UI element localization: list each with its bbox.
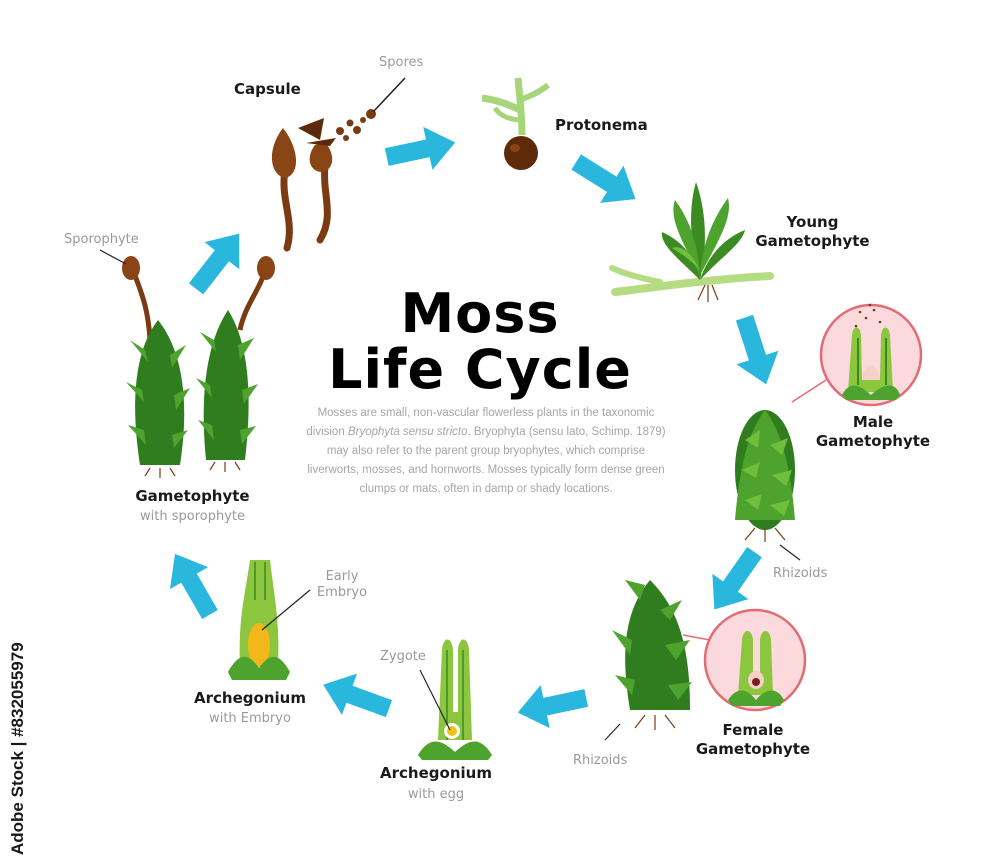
capsule-illustration (271, 77, 406, 252)
spores-label: Spores (379, 55, 424, 70)
arrow-female-to-archegonium (513, 676, 591, 735)
description-italic: Bryophyta sensu stricto (347, 426, 468, 438)
early-embryo-label: Early Embryo (316, 569, 368, 600)
capsule-label: Capsule (234, 80, 301, 98)
archegonium-egg-label: Archegonium (380, 764, 492, 782)
archegonium-egg-sublabel: with egg (407, 787, 465, 802)
arrow-capsule-to-protonema (382, 120, 460, 179)
arrow-protonema-to-young (564, 143, 648, 218)
female-gametophyte-illustration (604, 580, 807, 741)
young-gametophyte-illustration (609, 182, 774, 302)
arrow-archegonium-to-embryo (315, 664, 397, 730)
young-gametophyte-label: Young Gametophyte (755, 213, 870, 250)
female-detail-circle (703, 608, 807, 712)
rhizoids-bottom-label: Rhizoids (573, 753, 628, 768)
stock-id-watermark: Adobe Stock | #832055979 (8, 642, 27, 855)
title-line-2: Life Cycle (328, 338, 632, 401)
zygote-label: Zygote (380, 649, 426, 664)
arrow-embryo-to-gametophyte (155, 542, 230, 626)
description-part-2: . Bryophyta (sensu lato, Schimp. 1879) m… (307, 426, 666, 495)
male-gametophyte-label: Male Gametophyte (815, 413, 931, 450)
archegonium-egg-illustration (418, 639, 492, 760)
sporophyte-label: Sporophyte (64, 232, 139, 247)
rhizoids-right-label: Rhizoids (773, 566, 828, 581)
gametophyte-label: Gametophyte (135, 487, 250, 505)
protonema-illustration (481, 77, 550, 170)
gametophyte-sporophyte-illustration (99, 249, 275, 478)
archegonium-embryo-illustration (228, 560, 311, 680)
protonema-label: Protonema (555, 116, 648, 134)
title-line-1: Moss (400, 282, 560, 345)
male-gametophyte-illustration (735, 303, 923, 561)
gametophyte-sublabel: with sporophyte (140, 509, 245, 524)
archegonium-embryo-sublabel: with Embryo (209, 711, 291, 726)
description-paragraph: Mosses are small, non-vascular flowerles… (300, 404, 672, 499)
description-part-1: Mosses are small, non-vascular flowerles… (306, 407, 655, 438)
female-gametophyte-label: Female Gametophyte (695, 721, 811, 758)
archegonium-embryo-label: Archegonium (194, 689, 306, 707)
